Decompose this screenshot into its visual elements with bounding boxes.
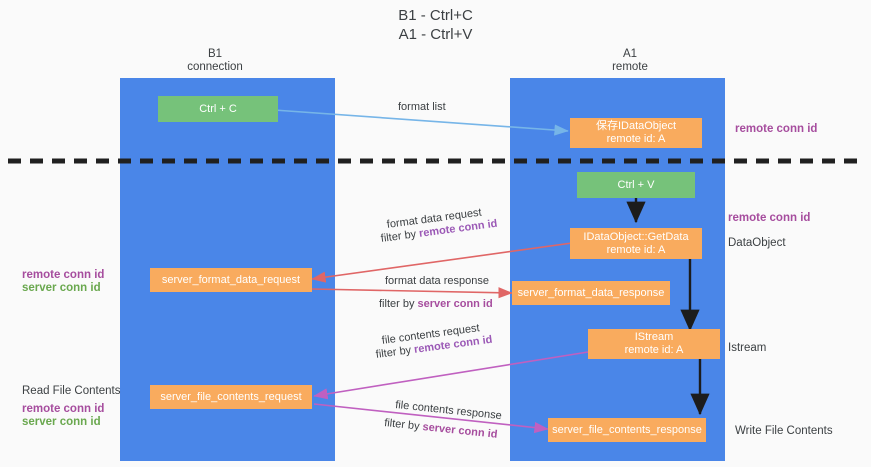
node-idataobject-getdata[interactable]: IDataObject::GetData remote id: A [570, 228, 702, 259]
filter-prefix: filter by [379, 298, 418, 310]
label-right-istream: Istream [728, 342, 767, 354]
node-ctrl-v[interactable]: Ctrl + V [577, 172, 695, 198]
filter-prefix: filter by [383, 416, 424, 433]
label-read-file-contents: Read File Contents [22, 385, 121, 397]
label-right-top-remote-conn-id: remote conn id [735, 123, 818, 135]
node-server-file-contents-request[interactable]: server_file_contents_request [150, 385, 312, 409]
filter-key: server conn id [417, 298, 493, 310]
node-server-file-contents-response[interactable]: server_file_contents_response [548, 418, 706, 442]
edge-label-format-data-response-filter: filter by server conn id [379, 297, 493, 312]
filter-key: server conn id [421, 421, 498, 441]
label-right-write-file-contents: Write File Contents [735, 425, 833, 437]
page-title: B1 - Ctrl+C A1 - Ctrl+V [398, 7, 473, 43]
label-left-server-conn-id: server conn id [22, 282, 101, 294]
node-server-format-data-request[interactable]: server_format_data_request [150, 268, 312, 292]
edge-label-format-list: format list [398, 101, 446, 113]
label-right-mid-remote-conn-id: remote conn id [728, 212, 811, 224]
edge-label-format-data-response: format data response [385, 275, 489, 287]
node-ctrl-c[interactable]: Ctrl + C [158, 96, 278, 122]
filter-prefix: filter by [380, 227, 420, 245]
lane-header-b1: B1 connection [187, 48, 243, 73]
node-server-format-data-response[interactable]: server_format_data_response [512, 281, 670, 305]
label-left-remote-conn-id: remote conn id [22, 269, 105, 281]
label-right-dataobject: DataObject [728, 237, 786, 249]
label-left-low-remote-conn-id: remote conn id [22, 403, 105, 415]
lane-header-a1: A1 remote [612, 48, 648, 73]
label-left-low-server-conn-id: server conn id [22, 416, 101, 428]
node-store-idataobject[interactable]: 保存IDataObject remote id: A [570, 118, 702, 148]
filter-prefix: filter by [375, 343, 415, 361]
node-istream[interactable]: IStream remote id: A [588, 329, 720, 359]
edge-format-data-response [311, 287, 513, 299]
